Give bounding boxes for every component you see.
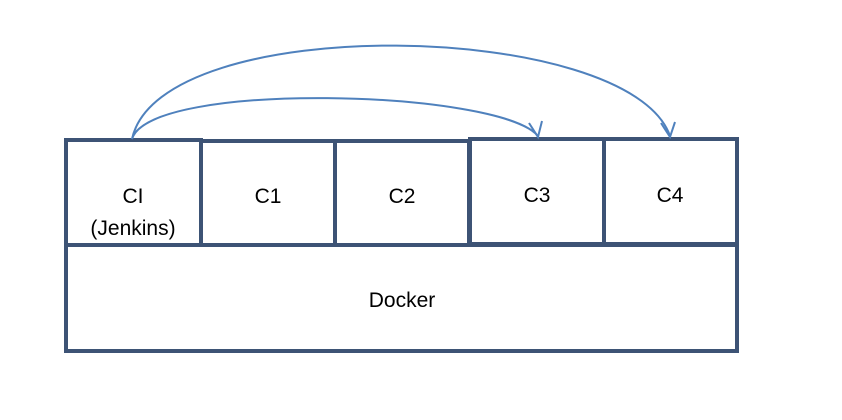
docker-host-label: Docker bbox=[369, 289, 436, 312]
container-c2-label: C2 bbox=[389, 185, 416, 208]
arrow-ci-to-c4-head bbox=[660, 121, 676, 140]
arrow-ci-to-c3 bbox=[131, 97, 539, 140]
arrow-ci-to-c4 bbox=[131, 44, 671, 140]
container-ci-label-line1: CI bbox=[123, 185, 144, 208]
container-c3-label: C3 bbox=[524, 184, 551, 207]
container-c1-label: C1 bbox=[255, 185, 282, 208]
container-ci-label-line2: (Jenkins) bbox=[90, 217, 175, 240]
container-c4-box bbox=[602, 137, 739, 246]
arrow-ci-to-c3-head bbox=[528, 120, 543, 140]
container-c4-label: C4 bbox=[657, 184, 684, 207]
